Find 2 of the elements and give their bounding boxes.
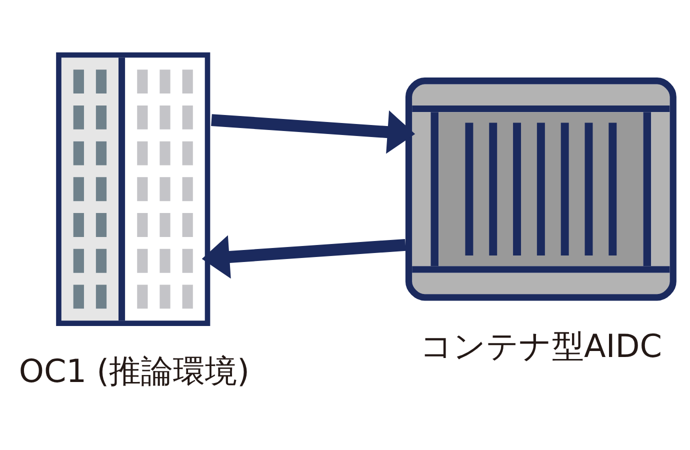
node-label: コンテナ型AIDC: [420, 326, 662, 365]
node-label: OC1 (推論環境): [18, 352, 250, 390]
